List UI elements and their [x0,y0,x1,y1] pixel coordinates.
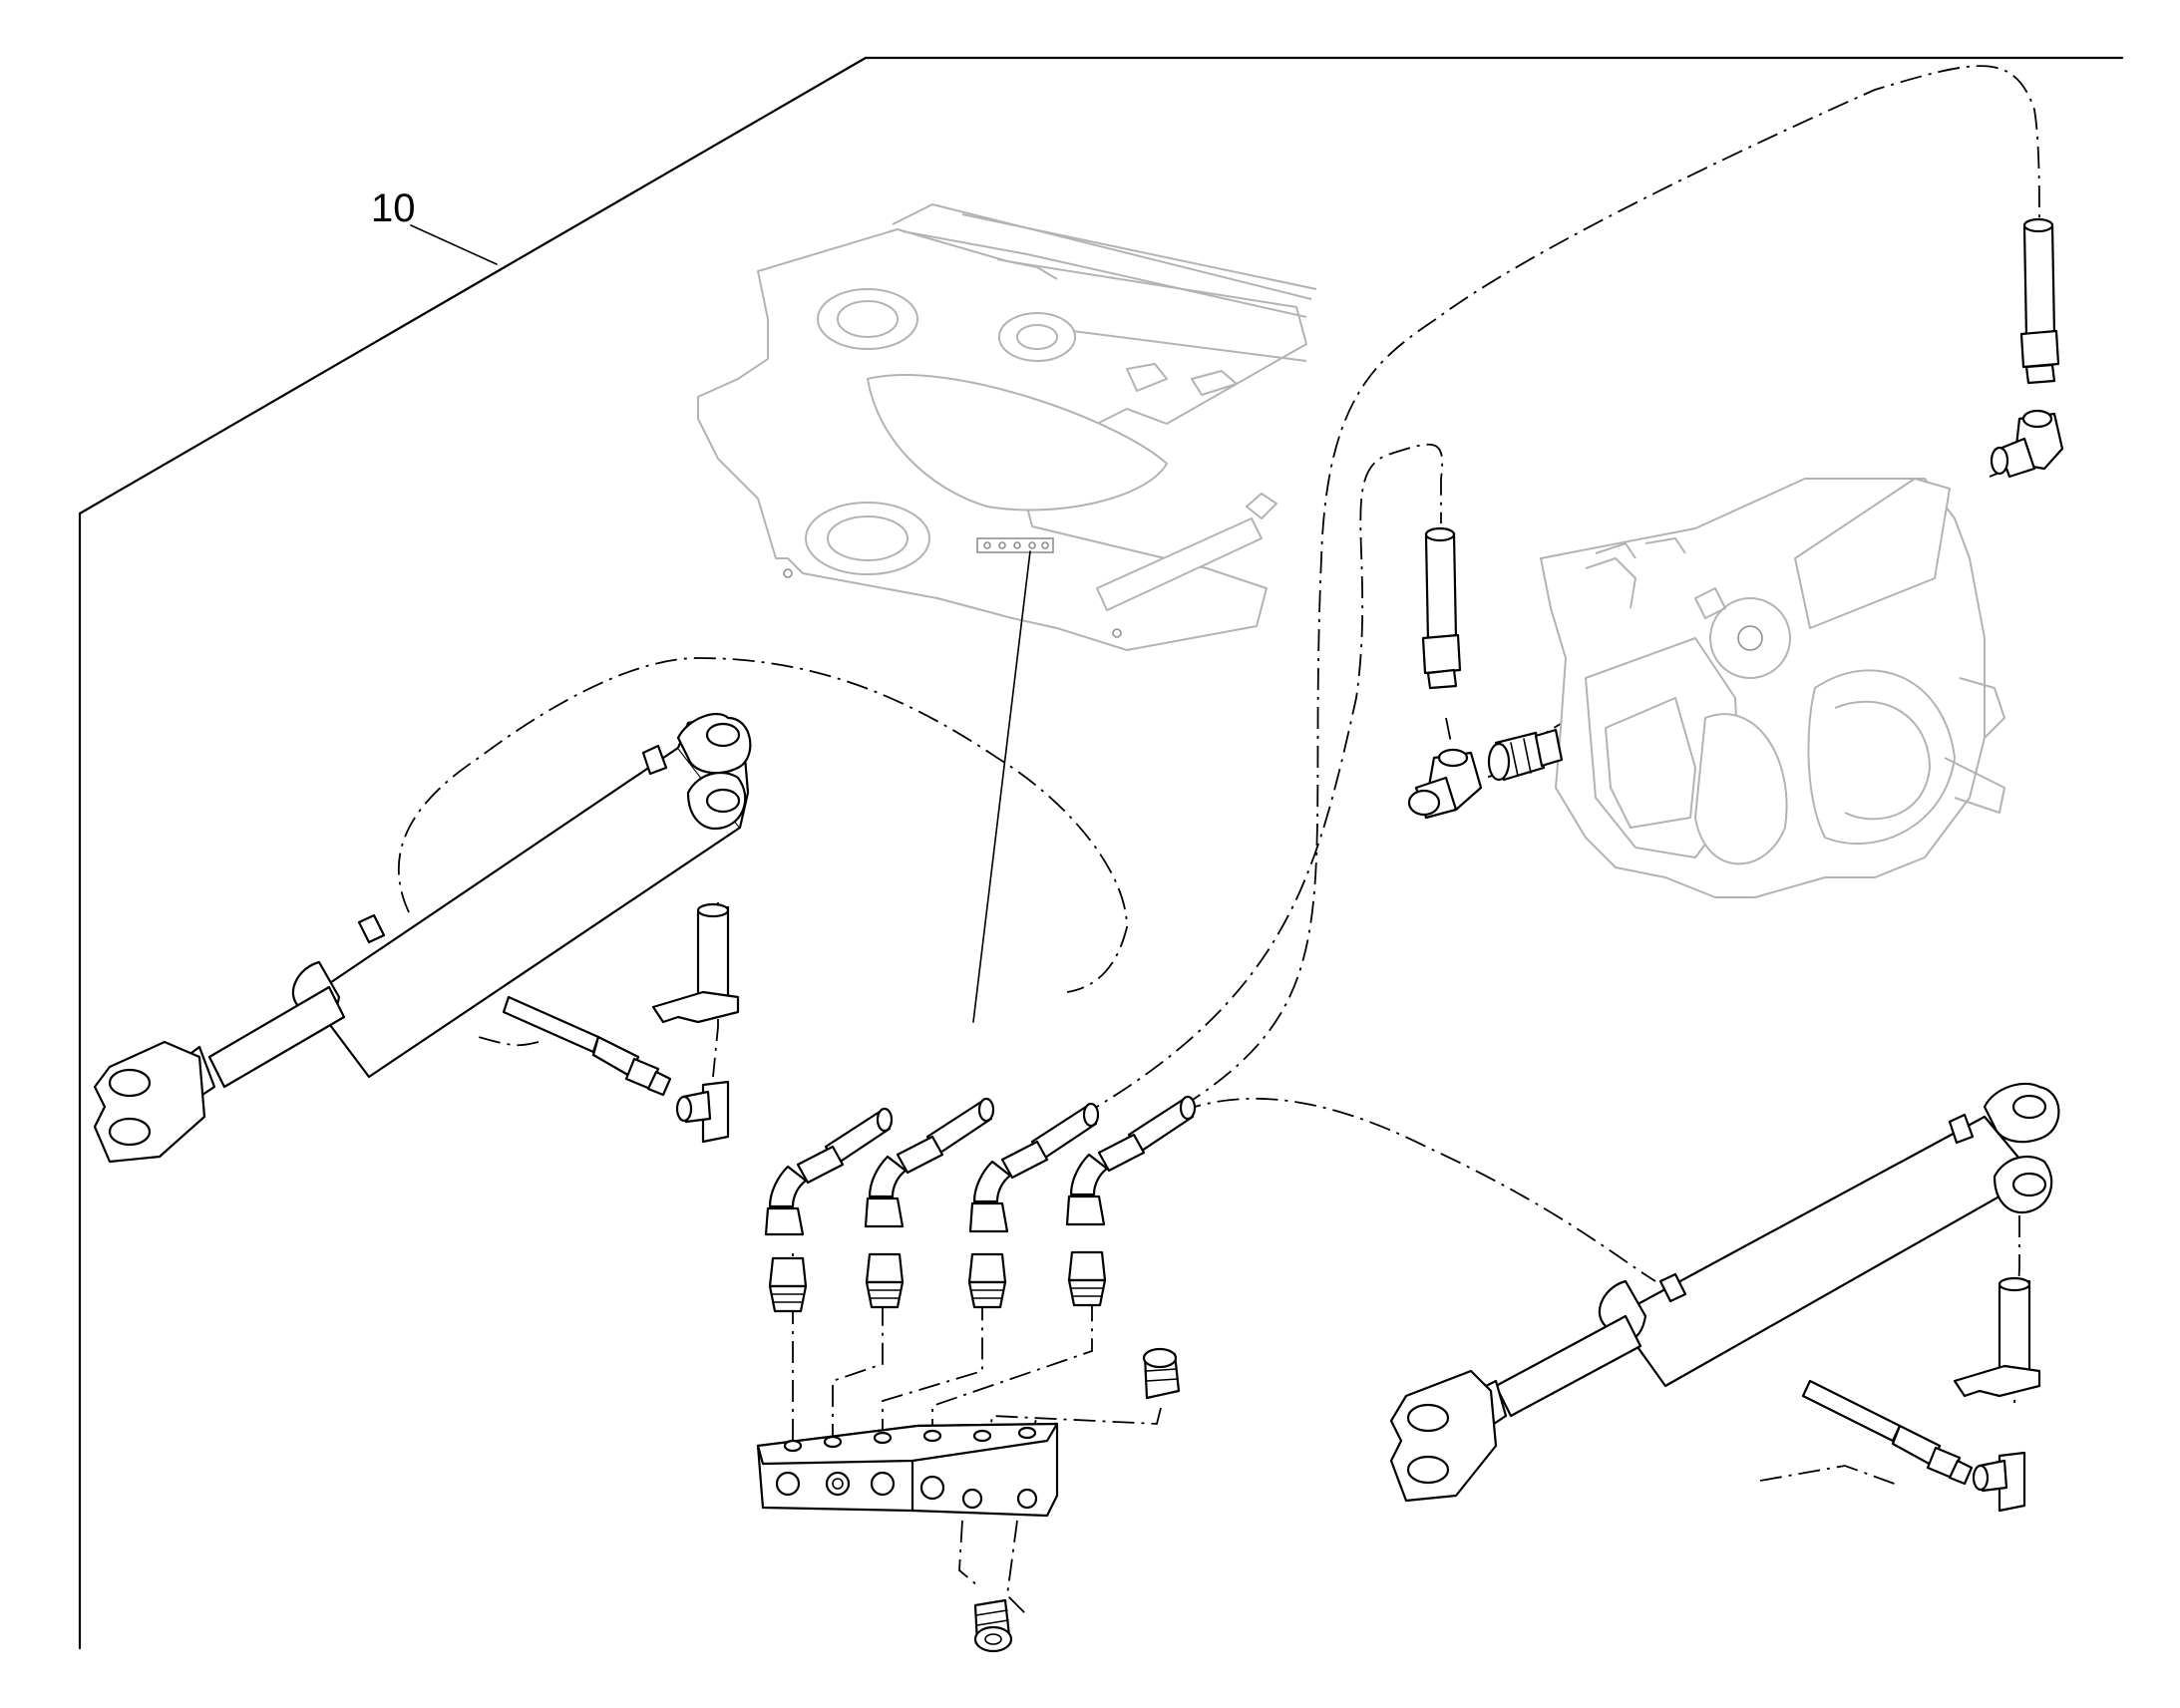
top-right-pipe [2019,217,2060,385]
plug-lower [973,1598,1013,1653]
plug-upper [1142,1347,1181,1400]
middle-straight-adapter [1487,728,1564,782]
callout-label: 10 [371,186,416,230]
left-pin-bracket [651,902,740,1024]
hose-3 [968,1102,1100,1233]
valve-block-ghost [976,537,1054,553]
left-elbow-fitting [675,1080,730,1144]
adapter-4 [1067,1250,1107,1307]
right-pin-bracket [1953,1276,2041,1398]
left-steering-cylinder [93,713,752,1164]
right-steering-cylinder [1389,1082,2060,1503]
adapter-2 [865,1252,905,1309]
left-cylinder-hose [502,995,672,1097]
hose-2 [864,1097,995,1228]
top-right-elbow-fitting [1990,409,2064,479]
right-elbow-fitting [1972,1451,2026,1513]
right-cylinder-hose [1801,1379,1974,1486]
chassis-frame-ghost [697,203,1317,651]
axle-housing-ghost [1540,478,2005,898]
middle-elbow-fitting [1407,748,1483,820]
middle-pipe [1421,526,1462,690]
leader-line [972,550,1031,1023]
assembly-boundary [78,56,2124,1650]
adapter-3 [967,1252,1007,1309]
hose-4 [1065,1095,1197,1226]
hose-1 [764,1107,894,1236]
adapter-1 [768,1256,808,1313]
manifold-block [756,1422,1059,1518]
